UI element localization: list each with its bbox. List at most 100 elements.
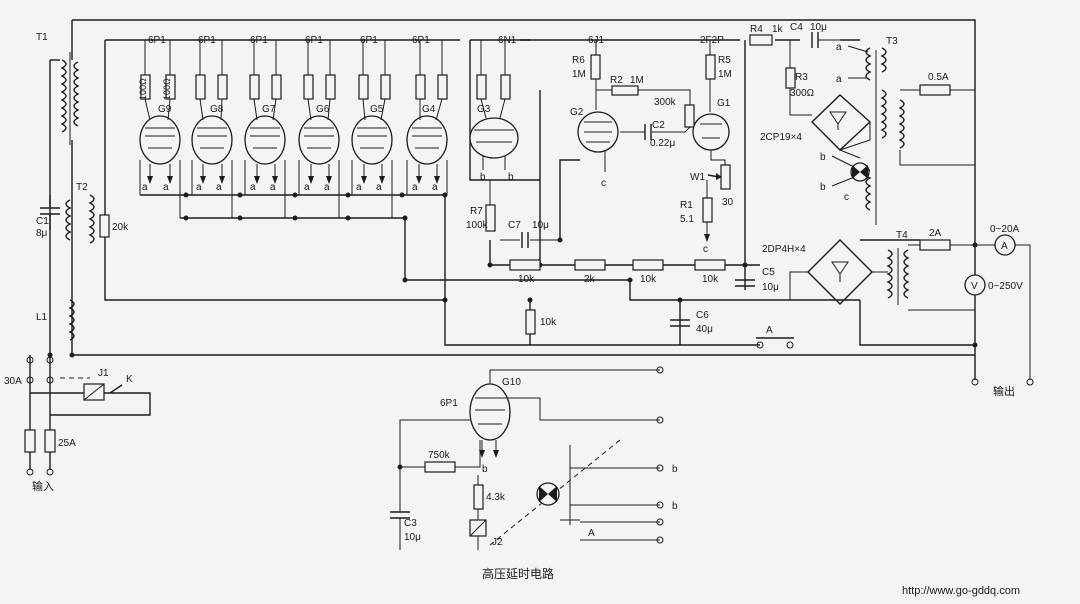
g5-type: 6P1 bbox=[360, 35, 378, 46]
g4-a1: a bbox=[412, 182, 418, 193]
delay-b2: b bbox=[672, 501, 678, 512]
tube-g9: 6P1 100Ω 100Ω G9 a a bbox=[138, 35, 181, 193]
d2-label: 2DP4H×4 bbox=[762, 244, 806, 255]
r2k-label: 2k bbox=[584, 274, 596, 285]
lamp-b2: b bbox=[820, 182, 826, 193]
g7-type: 6P1 bbox=[250, 35, 268, 46]
voltmeter: V 0~250V bbox=[964, 274, 1023, 296]
caption: 高压延时电路 bbox=[482, 566, 554, 581]
r10k-b-label: 10k bbox=[640, 274, 657, 285]
ammeter: A 0~20A bbox=[975, 224, 1031, 380]
g5-label: G5 bbox=[370, 104, 384, 115]
c7-value: 10μ bbox=[532, 220, 549, 231]
g3-type: 6N1 bbox=[498, 35, 517, 46]
ammeter-symbol: A bbox=[1001, 241, 1008, 252]
input-label: 输入 bbox=[32, 479, 54, 493]
g1-label: G1 bbox=[717, 98, 731, 109]
g9-a1: a bbox=[142, 182, 148, 193]
r1-value: 5.1 bbox=[680, 214, 694, 225]
w1-value: 30 bbox=[722, 197, 734, 208]
r20k-label: 20k bbox=[112, 222, 129, 233]
d1-label: 2CP19×4 bbox=[760, 132, 802, 143]
tube-g2: 6J1 R6 1M G2 c bbox=[570, 35, 619, 189]
c1-value: 8μ bbox=[36, 228, 48, 239]
g8-label: G8 bbox=[210, 104, 224, 115]
j1-label: J1 bbox=[98, 368, 109, 379]
r2-label: R2 bbox=[610, 75, 623, 86]
r7-label: R7 bbox=[470, 206, 483, 217]
delay-a: A bbox=[588, 528, 595, 539]
c4-value: 10μ bbox=[810, 22, 827, 33]
bridge-2dp4h: 2DP4H×4 bbox=[762, 239, 888, 305]
g1-type: 2F2P bbox=[700, 35, 724, 46]
g8-a2: a bbox=[216, 182, 222, 193]
g10-label: G10 bbox=[502, 377, 521, 388]
r7-value: 100k bbox=[466, 220, 489, 231]
t1-label: T1 bbox=[36, 32, 48, 43]
resistor-r3: R3 300Ω bbox=[785, 40, 815, 116]
c6-value: 40μ bbox=[696, 324, 713, 335]
t2-label: T2 bbox=[76, 182, 88, 193]
fuse-05a-label: 0.5A bbox=[928, 72, 949, 83]
capacitor-c6: C6 40μ bbox=[670, 310, 713, 335]
output-terminals: 输出 bbox=[971, 378, 1034, 398]
g4-type: 6P1 bbox=[412, 35, 430, 46]
fuse-05a: 0.5A bbox=[898, 72, 975, 166]
r5-label: R5 bbox=[718, 55, 731, 66]
c6-label: C6 bbox=[696, 310, 709, 321]
voltmeter-range: 0~250V bbox=[988, 281, 1023, 292]
g6-a1: a bbox=[304, 182, 310, 193]
lamp-c: c bbox=[844, 192, 849, 203]
tube-g8: 6P1 G8 a a bbox=[191, 35, 233, 193]
g9-r2: 100Ω bbox=[162, 78, 172, 100]
fuse-30a-label: 30A bbox=[4, 376, 22, 387]
tube-g7: 6P1 G7 a a bbox=[244, 35, 286, 193]
resistor-chain: 10k 2k 10k 10k bbox=[509, 259, 726, 285]
c5-label: C5 bbox=[762, 267, 775, 278]
g6-type: 6P1 bbox=[305, 35, 323, 46]
g9-r1: 100Ω bbox=[138, 78, 148, 100]
fuse-2a-label: 2A bbox=[929, 228, 942, 239]
t3-a2: a bbox=[836, 74, 842, 85]
tube-g3: 6N1 G3 b b bbox=[469, 35, 519, 183]
g2-label: G2 bbox=[570, 107, 584, 118]
c7-label: C7 bbox=[508, 220, 521, 231]
g4-label: G4 bbox=[422, 104, 436, 115]
r5-value: 1M bbox=[718, 69, 732, 80]
c2-label: C2 bbox=[652, 120, 665, 131]
capacitor-c7: C7 10μ bbox=[500, 220, 560, 248]
r750k-label: 750k bbox=[428, 450, 451, 461]
g7-a1: a bbox=[250, 182, 256, 193]
r1-label: R1 bbox=[680, 200, 693, 211]
g3-label: G3 bbox=[477, 104, 491, 115]
c3-value: 10μ bbox=[404, 532, 421, 543]
r3-value: 300Ω bbox=[790, 88, 815, 99]
g7-a2: a bbox=[270, 182, 276, 193]
g7-label: G7 bbox=[262, 104, 276, 115]
resistor-10k-vertical: 10k bbox=[525, 309, 557, 335]
tube-g1: 2F2P R5 1M G1 bbox=[692, 35, 732, 165]
source-url: http://www.go-gddq.com bbox=[902, 585, 1020, 597]
delay-circuit: G10 6P1 750k b 4.3k J2 C3 10μ bbox=[390, 366, 678, 550]
j2-label: J2 bbox=[492, 537, 503, 548]
r43k-label: 4.3k bbox=[486, 492, 506, 503]
capacitor-c2: C2 0.22μ bbox=[620, 120, 691, 149]
g6-label: G6 bbox=[316, 104, 330, 115]
indicator-lamp: b b c bbox=[820, 149, 870, 203]
r10k-d-label: 10k bbox=[540, 317, 557, 328]
g8-a1: a bbox=[196, 182, 202, 193]
c5-value: 10μ bbox=[762, 282, 779, 293]
r6-label: R6 bbox=[572, 55, 585, 66]
tube-g4: 6P1 G4 a a bbox=[406, 35, 448, 193]
g6-a2: a bbox=[324, 182, 330, 193]
r300k-label: 300k bbox=[654, 97, 677, 108]
g5-a1: a bbox=[356, 182, 362, 193]
bridge-2cp19: 2CP19×4 bbox=[760, 94, 872, 151]
g9-a2: a bbox=[163, 182, 169, 193]
capacitor-c1: C1 8μ bbox=[36, 195, 60, 239]
r10k-a-label: 10k bbox=[518, 274, 535, 285]
resistor-r7: R7 100k bbox=[466, 180, 496, 232]
c2-value: 0.22μ bbox=[650, 138, 675, 149]
g10-type: 6P1 bbox=[440, 398, 458, 409]
